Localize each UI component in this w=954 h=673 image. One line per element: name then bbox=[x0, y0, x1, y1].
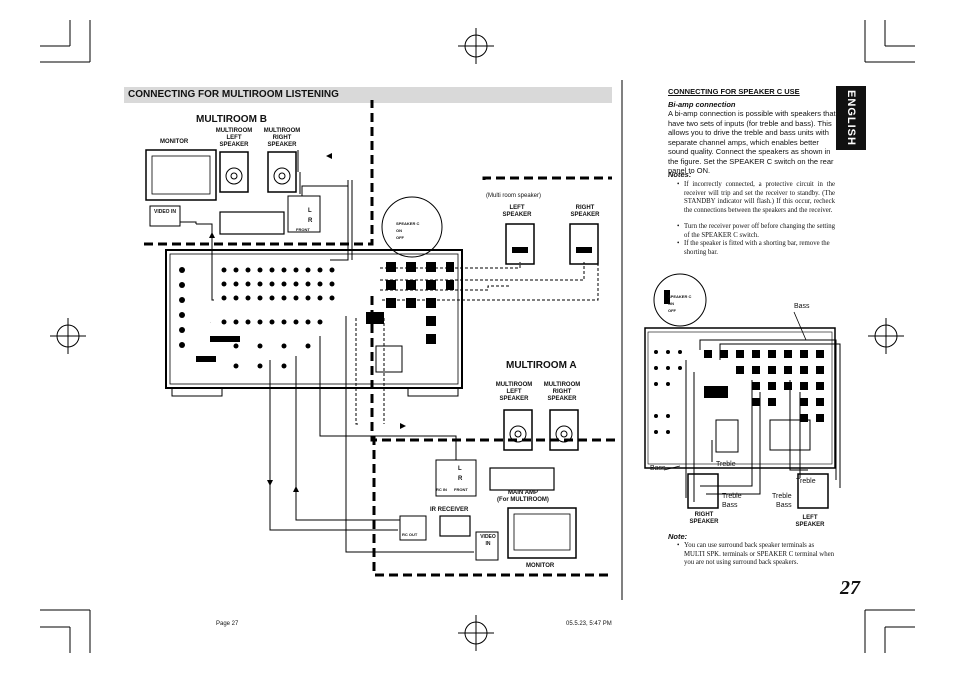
note-label: Note: bbox=[668, 532, 688, 541]
multiroom-a-title: MULTIROOM A bbox=[506, 360, 577, 371]
multi-room-speaker-label: (Multi room speaker) bbox=[486, 193, 542, 199]
note-body: •You can use surround back speaker termi… bbox=[677, 542, 835, 567]
speaker-c-switch-detail: SPEAKER C ON OFF bbox=[668, 294, 692, 313]
monitor-a-label: MONITOR bbox=[526, 563, 555, 569]
amp-a-front-label: FRONT bbox=[454, 487, 468, 492]
bi-amp-subtitle: Bi-amp connection bbox=[668, 100, 736, 109]
video-in-a-label: VIDEO IN bbox=[480, 534, 496, 547]
ir-receiver-label: IR RECEIVER bbox=[430, 507, 469, 513]
footer-timestamp: 05.5.23, 5:47 PM bbox=[566, 621, 612, 627]
amp-b-r-label: R bbox=[308, 218, 313, 224]
footer-page: Page 27 bbox=[216, 621, 239, 627]
rc-out-label: RC OUT bbox=[402, 532, 418, 537]
multiroom-b-left-speaker-label: MULTIROOM LEFT SPEAKER bbox=[215, 128, 253, 148]
multiroom-a-left-speaker-label: MULTIROOM LEFT SPEAKER bbox=[495, 382, 533, 402]
left-speaker-label: LEFT SPEAKER bbox=[502, 205, 532, 218]
multiroom-b-title: MULTIROOM B bbox=[196, 114, 267, 125]
treble-label-left: Treble bbox=[716, 461, 736, 468]
bi-amp-left-speaker-label: LEFT SPEAKER bbox=[795, 515, 825, 528]
video-in-b-label: VIDEO IN bbox=[154, 209, 176, 215]
multiroom-b-right-speaker-label: MULTIROOM RIGHT SPEAKER bbox=[263, 128, 301, 148]
multiroom-a-right-speaker-label: MULTIROOM RIGHT SPEAKER bbox=[543, 382, 581, 402]
note-item-2: •Turn the receiver power off before chan… bbox=[677, 223, 835, 239]
amp-b-front-label: FRONT bbox=[296, 227, 310, 232]
right-speaker-label: RIGHT SPEAKER bbox=[570, 205, 600, 218]
note-item-1: •If incorrectly connected, a protective … bbox=[677, 181, 835, 214]
note-item-3: •If the speaker is fitted with a shortin… bbox=[677, 240, 830, 256]
speaker-c-title: CONNECTING FOR SPEAKER C USE bbox=[668, 87, 800, 96]
bi-amp-body: A bi-amp connection is possible with spe… bbox=[668, 109, 836, 175]
speaker-c-switch-label: SPEAKER C ON OFF bbox=[396, 221, 420, 240]
page-number: 27 bbox=[840, 577, 860, 599]
language-tab: ENGLISH bbox=[836, 86, 866, 150]
bass-label-left: Bass bbox=[650, 465, 666, 472]
bi-amp-right-speaker-label: RIGHT SPEAKER bbox=[689, 512, 719, 525]
treble-label-right: Treble bbox=[796, 478, 816, 485]
notes-label: Notes: bbox=[668, 170, 692, 179]
amp-a-r-label: R bbox=[458, 476, 463, 482]
right-speaker-treble-bass: Treble Bass bbox=[722, 493, 742, 509]
monitor-b-label: MONITOR bbox=[160, 139, 189, 145]
amp-b-l-label: L bbox=[308, 208, 312, 214]
left-speaker-treble-bass: Treble Bass bbox=[772, 493, 792, 509]
bass-label-top: Bass bbox=[794, 303, 810, 310]
amp-a-l-label: L bbox=[458, 466, 462, 472]
amp-a-rc-in-label: RC IN bbox=[436, 487, 447, 492]
section-header: CONNECTING FOR MULTIROOM LISTENING bbox=[124, 87, 612, 103]
main-amp-label: MAIN AMP (For MULTIROOM) bbox=[497, 490, 549, 503]
svg-text:∙: ∙ bbox=[210, 320, 211, 325]
